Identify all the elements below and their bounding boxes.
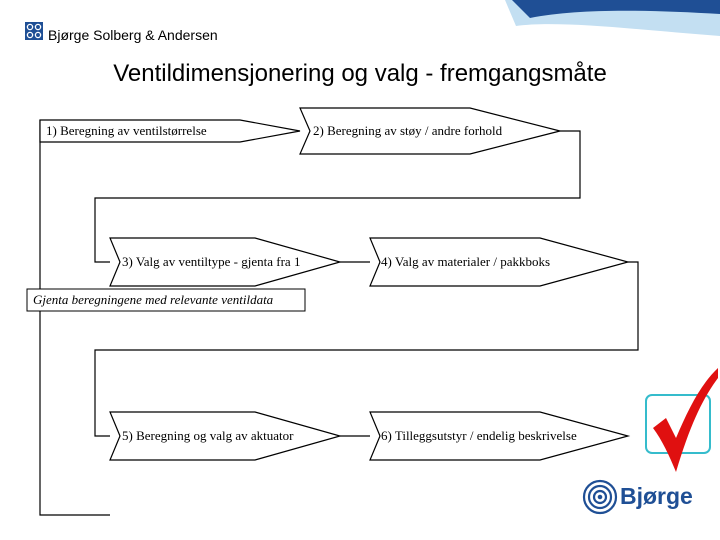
step-1-label: 1) Beregning av ventilstørrelse (46, 123, 207, 138)
checkmark-icon (645, 368, 718, 472)
brand-wordmark: Bjørge (620, 483, 693, 509)
connector-4-to-5 (94, 261, 639, 437)
step-2-label: 2) Beregning av støy / andre forhold (313, 123, 503, 138)
step-6-label: 6) Tilleggsutstyr / endelig beskrivelse (381, 428, 577, 443)
step-4-arrow (369, 237, 631, 287)
step-5-arrow (109, 411, 343, 461)
slide-title: Ventildimensjonering og valg - fremgangs… (113, 60, 607, 87)
step-1-arrow (39, 119, 301, 143)
concentric-circles-icon (582, 479, 618, 515)
connector-2-to-3 (94, 130, 581, 263)
repeat-note-box (26, 288, 306, 312)
step-5-label: 5) Beregning og valg av aktuator (122, 428, 294, 443)
connector-loop-left (39, 120, 110, 516)
step-2-arrow (299, 107, 561, 155)
step-3-arrow (109, 237, 343, 287)
company-logo-icon (25, 22, 43, 40)
step-6-arrow (369, 411, 631, 461)
step-3-label: 3) Valg av ventiltype - gjenta fra 1 (122, 254, 301, 269)
flow-connectors (39, 120, 639, 516)
repeat-note-text: Gjenta beregningene med relevante ventil… (33, 292, 274, 307)
step-4-label: 4) Valg av materialer / pakkboks (381, 254, 551, 269)
step-arrows (39, 107, 631, 461)
company-name: Bjørge Solberg & Andersen (48, 27, 218, 43)
header-swoosh-decoration (505, 0, 720, 36)
